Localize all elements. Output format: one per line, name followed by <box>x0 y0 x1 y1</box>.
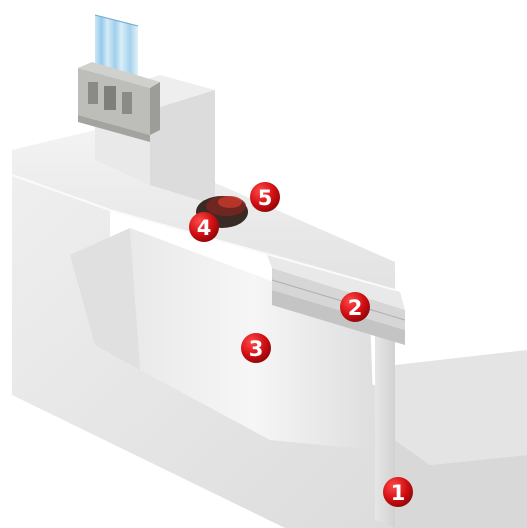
marker-5-label: 5 <box>258 186 273 210</box>
marker-3: 3 <box>241 333 271 363</box>
marker-4-label: 4 <box>197 216 212 240</box>
window-sill-profile <box>265 250 406 345</box>
marker-2-label: 2 <box>348 296 363 320</box>
marker-2: 2 <box>340 292 370 322</box>
marker-1: 1 <box>383 477 413 507</box>
marker-1-label: 1 <box>391 481 406 505</box>
window-glazing <box>94 14 139 86</box>
upper-wall-side <box>150 90 215 205</box>
window-frame-profile <box>78 62 160 142</box>
insulation-block-side <box>70 228 140 370</box>
marker-3-label: 3 <box>249 337 264 361</box>
reveal-right-face <box>375 330 395 528</box>
wall-edge-highlight <box>11 174 396 291</box>
lower-ledge-front <box>395 440 527 528</box>
marker-4: 4 <box>189 212 219 242</box>
lower-ledge-top <box>395 350 527 465</box>
marker-5: 5 <box>250 182 280 212</box>
